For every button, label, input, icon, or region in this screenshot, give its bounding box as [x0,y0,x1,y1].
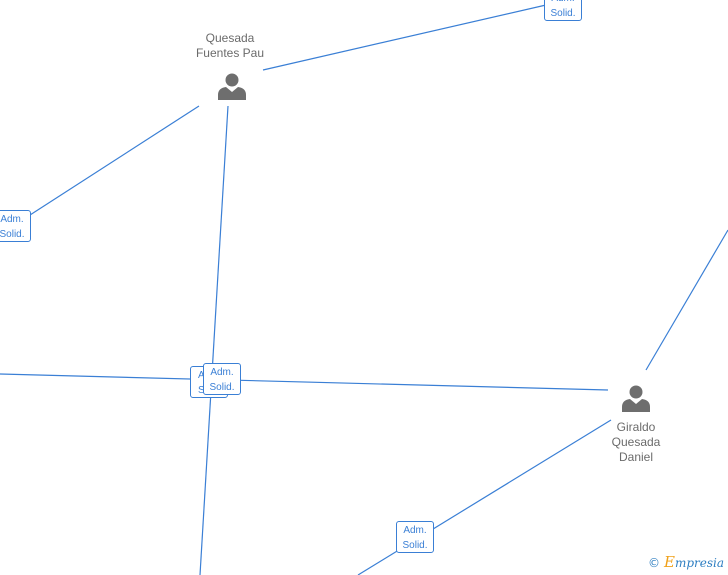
person-name-line: Quesada [205,31,255,45]
edge [262,4,547,71]
brand-logo: ©Empresia [648,553,724,571]
brand-name: mpresia [674,556,724,570]
edge [645,229,728,371]
person-name-line: Quesada [611,435,661,449]
role-line: Adm. [210,367,234,378]
role-line: Solid. [402,540,428,551]
role-line: Adm. [403,525,427,536]
edge [29,105,200,216]
brand-initial: E [663,553,675,571]
person-icon[interactable] [217,72,247,102]
person-label-quesada-fuentes-pau[interactable]: Quesada Fuentes Pau [190,31,270,61]
edge [0,373,609,391]
person-label-giraldo-quesada-daniel[interactable]: Giraldo Quesada Daniel [594,420,678,465]
person-name-line: Daniel [618,450,654,464]
role-badge[interactable]: Adm. Solid. [203,363,241,395]
role-line: Solid. [0,229,25,240]
role-line: Adm. [545,0,581,6]
person-name-line: Giraldo [616,420,656,434]
copyright-icon: © [647,556,660,570]
person-name-line: Fuentes Pau [195,46,265,60]
role-badge[interactable]: Adm. Solid. [544,0,582,21]
role-line: A [198,370,205,381]
role-line: S [198,385,205,396]
role-line: Solid. [209,382,235,393]
role-badge[interactable]: Adm. Solid. [396,521,434,553]
role-line: Adm. [0,214,24,225]
role-line: Solid. [550,8,576,19]
role-badge[interactable]: Adm. Solid. [0,210,31,242]
edge [199,105,229,575]
person-icon[interactable] [621,384,651,414]
